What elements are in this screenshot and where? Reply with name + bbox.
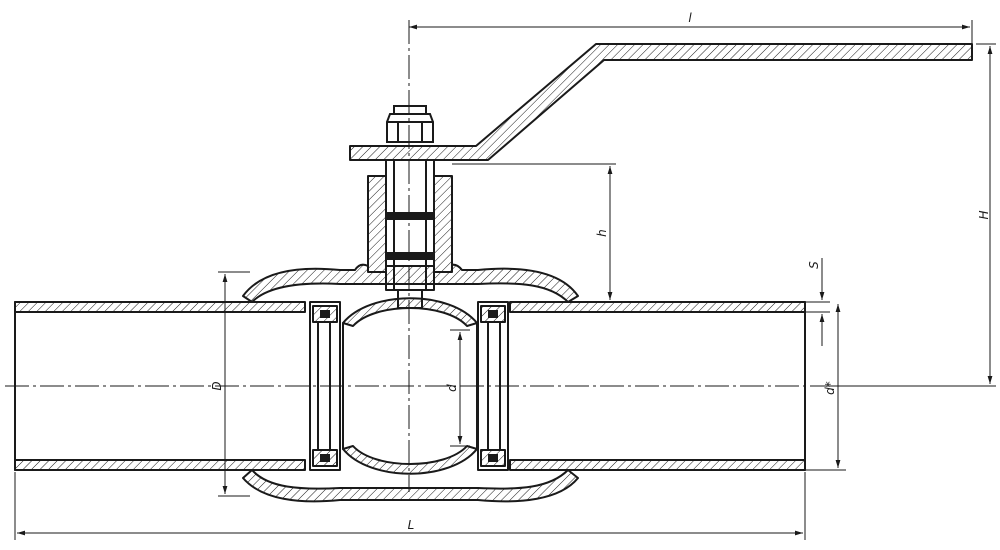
handle-lever [349, 43, 973, 161]
label-l: l [688, 11, 692, 25]
stem-housing [367, 159, 453, 309]
stem-nut [386, 105, 434, 143]
pipe-left [14, 301, 306, 471]
label-S: S [807, 261, 821, 269]
dimension-S [805, 258, 830, 346]
valve-body-top [242, 263, 579, 303]
seat-right [477, 301, 509, 471]
dimension-l [409, 20, 973, 44]
dimension-L [14, 472, 806, 540]
dimension-d-star [805, 304, 846, 471]
label-D: D [210, 381, 224, 390]
label-d-star: d* [823, 381, 837, 395]
seat-left [309, 301, 341, 471]
label-L: L [408, 518, 415, 532]
ball [342, 297, 478, 475]
label-d: d [445, 384, 459, 392]
dimension-h [452, 163, 616, 300]
valve-body-bottom [242, 469, 579, 503]
label-H: H [977, 210, 991, 219]
dimension-D [218, 271, 250, 497]
dimension-H [828, 43, 996, 387]
label-h: h [595, 229, 609, 237]
pipe-right [509, 301, 806, 471]
dimension-d [450, 329, 470, 447]
